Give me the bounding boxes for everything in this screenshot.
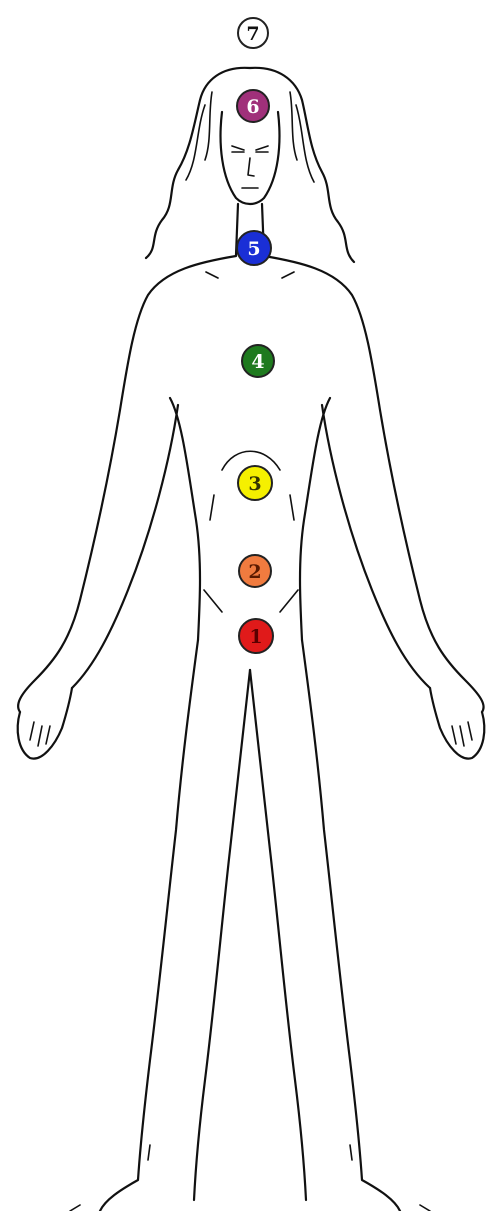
left-leg-inner: [194, 670, 250, 1200]
left-leg-outer: [100, 640, 198, 1211]
chakra-2-number: 2: [248, 561, 261, 583]
right-fingers: [452, 722, 472, 746]
hip-lines: [204, 590, 298, 612]
chakra-5: 5: [237, 231, 271, 265]
right-shoulder-arm-outer: [264, 256, 484, 712]
chakra-2: 2: [239, 555, 271, 587]
chakra-4: 4: [242, 345, 274, 377]
right-leg-inner: [250, 670, 306, 1200]
left-fingers: [30, 722, 50, 746]
collar-marks: [206, 272, 294, 278]
chakra-3: 3: [238, 466, 272, 500]
chakra-7-number: 7: [246, 23, 259, 45]
chakra-3-number: 3: [248, 473, 261, 495]
right-hand: [430, 688, 484, 759]
chakra-7: 7: [238, 18, 268, 48]
left-shoulder-arm-outer: [18, 256, 236, 712]
chakra-1: 1: [239, 619, 273, 653]
chakra-6: 6: [237, 90, 269, 122]
chakra-markers: 7 6 5 4 3 2 1: [237, 18, 274, 653]
chakra-5-number: 5: [247, 238, 260, 260]
chakra-1-number: 1: [249, 626, 262, 648]
right-arm-inner: [322, 405, 430, 688]
feet-marks: [70, 1145, 430, 1211]
right-torso-side: [300, 398, 330, 640]
chakra-4-number: 4: [251, 351, 264, 373]
left-torso-side: [170, 398, 200, 640]
left-hand: [18, 688, 72, 759]
nose: [248, 158, 254, 176]
right-leg-outer: [302, 640, 400, 1211]
left-arm-inner: [72, 405, 178, 688]
eyes: [232, 146, 268, 152]
chakra-6-number: 6: [246, 96, 259, 118]
